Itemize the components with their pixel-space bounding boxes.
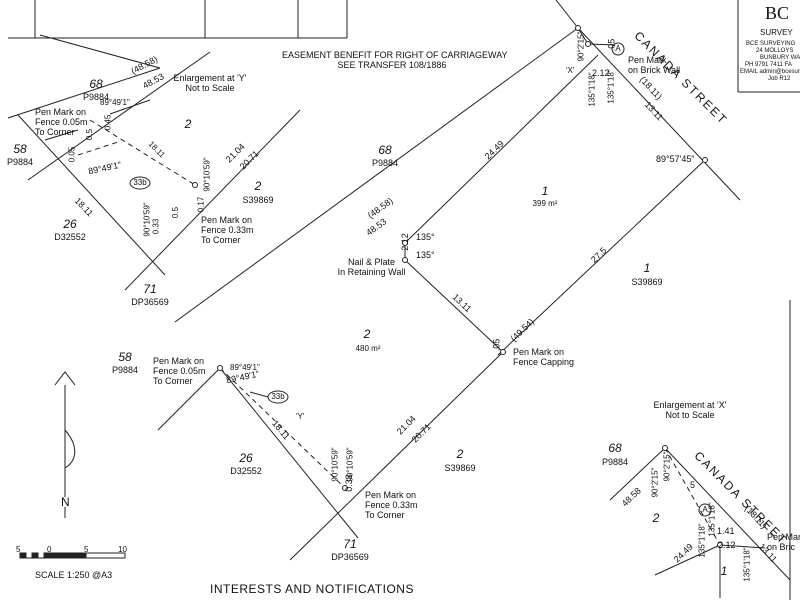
scale-tick-five: 5: [84, 545, 89, 554]
lot-58-plan: P9884: [111, 365, 139, 375]
enl-x-lot-68-number: 68: [608, 441, 622, 455]
enl-x-dim-1-41: 1.41: [717, 526, 735, 536]
tag-y-marker: 'Y': [296, 412, 305, 421]
lot-71-plan: DP36569: [331, 552, 369, 562]
enl-x-bearing-135-b: 135°1'18": [742, 547, 752, 582]
enl-x-lot-68-plan: P9884: [601, 457, 629, 467]
lot-26-number: 26: [239, 451, 253, 465]
enl-y-lot-26-plan: D32552: [54, 232, 86, 242]
enl-x-bearing-135-a: 135°1'18": [697, 523, 707, 558]
easement-line2: SEE TRANSFER 108/1886: [337, 60, 447, 70]
lot-71-number: 71: [343, 537, 357, 551]
enl-y-dim-0-45: 0.45: [103, 114, 113, 131]
bearing-90-10-59-a: 90°10'59": [330, 447, 340, 482]
enl-y-bearing-89-49-1: 89°49'1": [100, 98, 130, 107]
lot-2-area: 480 m²: [355, 344, 381, 353]
lot-1-number: 1: [541, 184, 549, 198]
dim-2-12: 2.12: [399, 233, 410, 251]
enl-y-lot-58-number: 58: [13, 142, 27, 156]
enl-y-dim-0-5b: 0.5: [171, 206, 181, 219]
scale-tick-zero: 0: [47, 545, 52, 554]
footer-heading: INTERESTS AND NOTIFICATIONS: [210, 582, 414, 596]
enl-y-bearing-90-10-59: 90°10'59": [142, 202, 152, 237]
enl-y-mark-fence-033: Pen Mark on Fence 0.33m To Corner: [201, 215, 254, 245]
lot-1-area: 399 m²: [532, 199, 558, 208]
enlargement-y-label: Enlargement at 'Y' Not to Scale: [170, 73, 250, 93]
enlargement-y-title: Enlargement at 'Y': [173, 73, 247, 83]
tag-33b-main: 33b: [271, 392, 285, 401]
mark-brick-wall-enlargement: Pen Mar on Bric: [767, 532, 800, 552]
dim-05-capping: .05: [491, 338, 502, 352]
mark-fence-capping: Pen Mark on Fence Capping: [513, 347, 575, 367]
enl-y-lot-2-s-plan: S39869: [242, 195, 274, 205]
bearing-89-49-1-a: 89°49'1": [230, 363, 260, 372]
enl-x-lot-1-number: 1: [720, 564, 728, 578]
scale-label: SCALE 1:250 @A3: [35, 570, 113, 580]
enl-y-dim-0-33: 0.33: [151, 218, 161, 235]
mark-nail-plate: Nail & Plate In Retaining Wall: [337, 257, 406, 277]
company-address2: BUNBURY WA: [760, 55, 800, 61]
enlargement-x-title: Enlargement at 'X': [653, 400, 727, 410]
enl-x-dim-5: 5: [690, 480, 696, 490]
enl-y-lot-71-plan: DP36569: [131, 297, 169, 307]
mark-fence-005: Pen Mark on Fence 0.05m To Corner: [153, 356, 206, 386]
bearing-135-1-18-b: 135°1'18": [606, 69, 616, 104]
company-logo: BC: [765, 3, 790, 23]
scale-tick-ten: 10: [118, 545, 127, 554]
lot-26-plan: D32552: [230, 466, 262, 476]
lot-2-number: 2: [363, 327, 371, 341]
bearing-135-bottom: 135°: [416, 250, 435, 260]
enlargement-x-label: Enlargement at 'X' Not to Scale: [645, 400, 735, 420]
bearing-135-1-18-a: 135°1'18": [587, 72, 597, 107]
company-phone: PH 9791 7411 FA: [745, 62, 792, 68]
tag-a-enlargement: A: [702, 505, 708, 514]
bearing-135-top: 135°: [416, 232, 435, 242]
enlargement-x-scale: Not to Scale: [665, 410, 715, 420]
company-address1: 24 MOLLOYS: [756, 48, 794, 54]
enl-y-lot-2-number: 2: [184, 117, 192, 131]
enl-y-lot-26-number: 26: [63, 217, 77, 231]
enl-y-mark-fence-005: Pen Mark on Fence 0.05m To Corner: [35, 107, 88, 137]
enl-y-lot-68-number: 68: [89, 77, 103, 91]
enl-y-lot-58-plan: P9884: [6, 157, 34, 167]
company-name: BCE SURVEYING: [746, 41, 796, 47]
company-email: EMAIL admin@bcesur: [740, 69, 800, 75]
easement-note: EASEMENT BENEFIT FOR RIGHT OF CARRIAGEWA…: [282, 50, 508, 70]
lot-58-number: 58: [118, 350, 132, 364]
enl-y-lot-71-number: 71: [143, 282, 157, 296]
enl-y-dim-0-05: 0.05: [67, 146, 77, 163]
lot-2-s-plan: S39869: [444, 463, 476, 473]
tag-33b-enl: 33b: [133, 178, 147, 187]
north-label: N: [61, 495, 70, 509]
enl-y-dim-0-17: 0.17: [196, 196, 206, 213]
lot-68-plan: P9884: [371, 158, 399, 168]
bearing-90-2-15: 90°2'15": [576, 31, 586, 62]
enl-x-lot-2-number: 2: [652, 511, 660, 525]
enl-x-bearing-90-2-15: 90°2'15": [662, 451, 672, 482]
lot-1-s-plan: S39869: [631, 277, 663, 287]
easement-line1: EASEMENT BENEFIT FOR RIGHT OF CARRIAGEWA…: [282, 50, 508, 60]
lot-68-number: 68: [378, 143, 392, 157]
enlargement-y-scale: Not to Scale: [185, 83, 235, 93]
lot-1-s-number: 1: [643, 261, 651, 275]
enl-y-lot-2-s-number: 2: [254, 179, 262, 193]
enl-y-bearing-90-10-59-b: 90°10'59": [202, 157, 212, 192]
bearing-89-57-45: 89°57'45": [656, 154, 695, 164]
lot-2-s-number: 2: [456, 447, 464, 461]
company-sub: SURVEY: [760, 28, 793, 37]
bearing-90-10-59-b: 90°10'59": [345, 447, 355, 482]
mark-brick-wall: Pen Mark on Brick Wall: [628, 55, 681, 75]
enl-x-bearing-90-2-15-b: 90°2'15": [650, 467, 660, 498]
enl-y-lot-68-plan: P9884: [82, 92, 110, 102]
dim-2-12-x: 2.12: [592, 68, 610, 78]
scale-tick-left: 5: [16, 545, 21, 554]
tag-x-marker: 'X': [566, 66, 575, 75]
tag-a-main: A: [615, 44, 621, 53]
enl-x-dim-2-12: 2.12: [718, 540, 736, 550]
enl-y-dim-0-5a: 0.5: [85, 128, 95, 141]
mark-fence-033: Pen Mark on Fence 0.33m To Corner: [365, 490, 418, 520]
company-job: Job R12: [768, 76, 791, 82]
